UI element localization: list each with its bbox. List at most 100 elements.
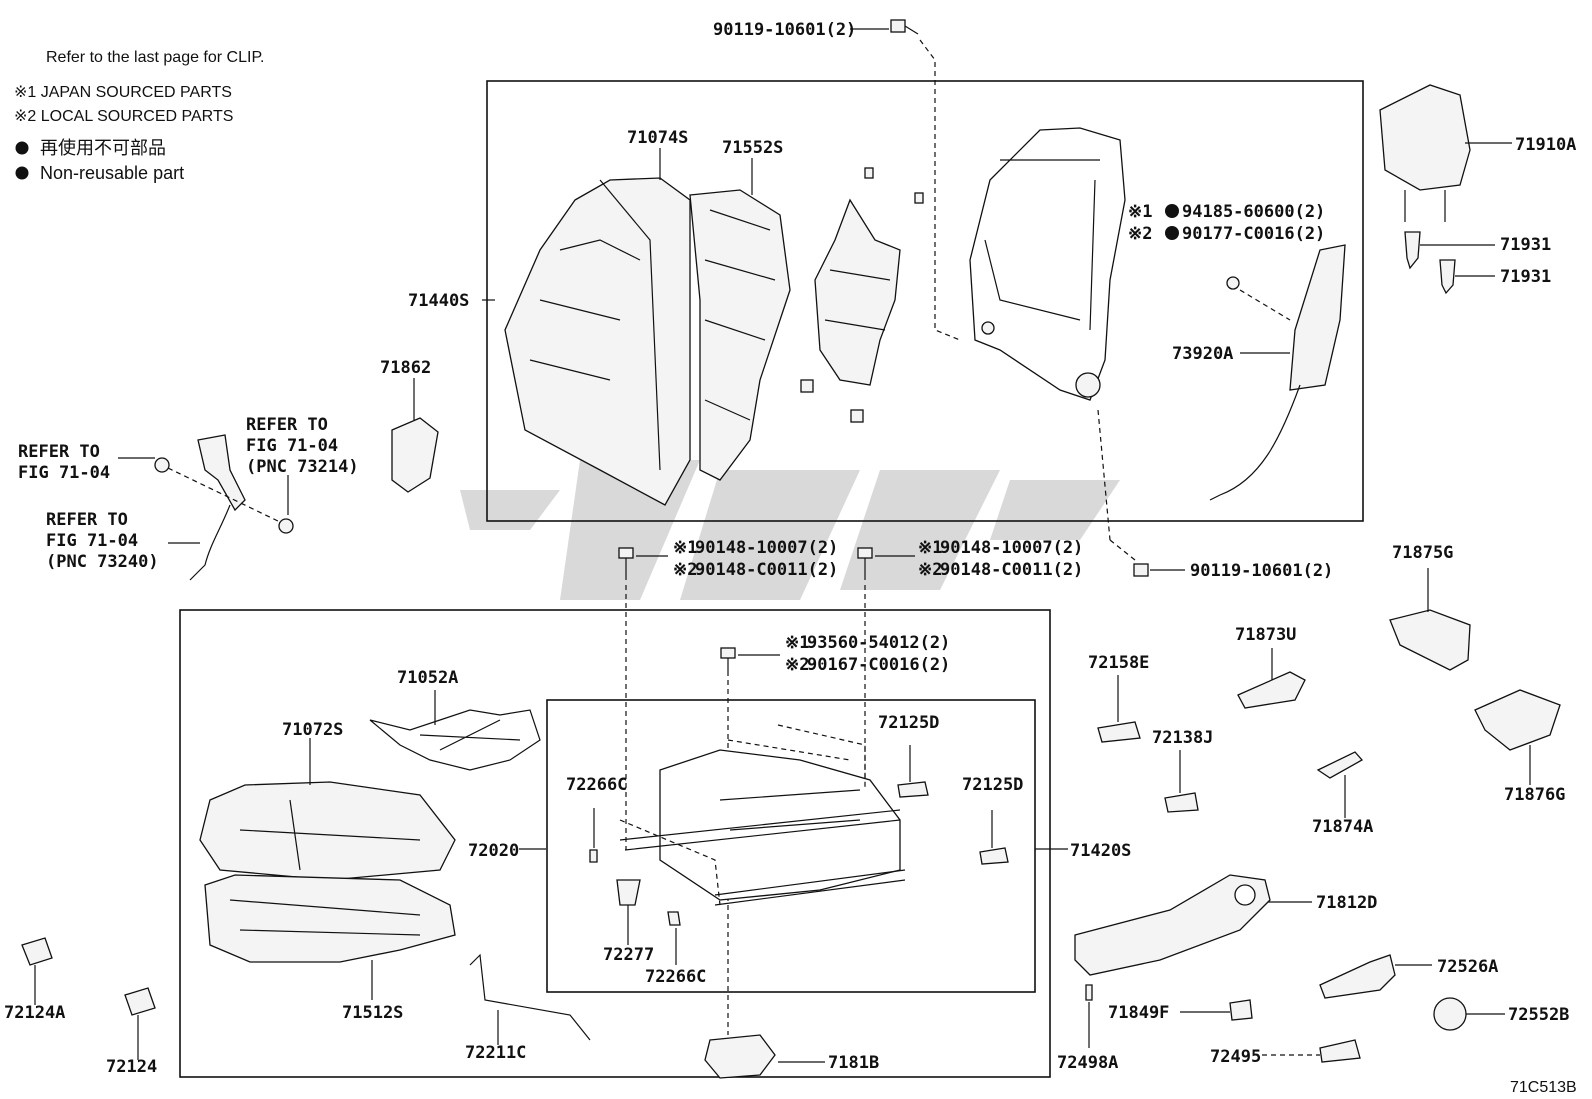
cover-71875G — [1389, 609, 1471, 671]
label-90119-top: 90119-10601(2) — [713, 20, 856, 40]
clip-72124A — [21, 937, 53, 966]
seat-belt-buckle — [154, 434, 294, 581]
shield-71812D — [1074, 874, 1271, 976]
seat-cushion-assembly-box — [179, 609, 1051, 1078]
clip-71849F — [1229, 999, 1253, 1021]
seatback-frame — [969, 127, 1126, 401]
figure-code: 71C513B — [1510, 1079, 1577, 1096]
label-71931-a: 71931 — [1500, 235, 1551, 255]
label-72124: 72124 — [106, 1057, 157, 1077]
label-71074S: 71074S — [627, 128, 688, 148]
non-reusable-dot-icon — [1165, 204, 1179, 218]
label-90148-2a: 90148-C0011(2) — [695, 560, 838, 580]
label-72124A: 72124A — [4, 1003, 65, 1023]
bolt-90119-top — [890, 19, 919, 35]
label-71849F: 71849F — [1108, 1003, 1169, 1023]
note-clip: Refer to the last page for CLIP. — [46, 49, 265, 66]
cover-71876G — [1474, 689, 1561, 751]
label-72020: 72020 — [468, 841, 519, 861]
label-73920A: 73920A — [1172, 344, 1233, 364]
bracket-7181B — [704, 1034, 776, 1079]
ref1-line2: FIG 71-04 — [18, 463, 110, 483]
ref2-line2: FIG 71-04 — [246, 436, 338, 456]
label-90148-2b: 90148-C0011(2) — [940, 560, 1083, 580]
cover-72138J — [1164, 792, 1199, 813]
knob-72552B — [1433, 997, 1467, 1031]
note-nonreuse-jp: 再使用不可部品 — [40, 138, 166, 158]
non-reusable-dot-icon — [1165, 226, 1179, 240]
seatback-bracket — [800, 167, 924, 423]
ref3-line1: REFER TO — [46, 510, 128, 530]
label-71874A: 71874A — [1312, 817, 1373, 837]
non-reusable-dot-icon — [15, 166, 29, 180]
label-71440S: 71440S — [408, 291, 469, 311]
clip-72124 — [124, 987, 156, 1016]
label-72526A: 72526A — [1437, 957, 1498, 977]
ref3-line2: FIG 71-04 — [46, 531, 138, 551]
label-71812D: 71812D — [1316, 893, 1377, 913]
label-90167: 90167-C0016(2) — [807, 655, 950, 675]
label-71862: 71862 — [380, 358, 431, 378]
mark-japan: ※1 — [918, 538, 942, 558]
seat-track-box — [546, 699, 1036, 993]
recliner-cover-71862 — [391, 417, 439, 493]
bolt-90119-bottom — [1133, 563, 1149, 577]
cover-72495 — [1319, 1039, 1361, 1063]
label-72266C-a: 72266C — [566, 775, 627, 795]
bolt-90148-right — [857, 547, 873, 580]
cover-72158E — [1097, 721, 1141, 743]
label-90119-bottom: 90119-10601(2) — [1190, 561, 1333, 581]
seatback-pad-71552S — [689, 189, 791, 481]
note-japan-sourced: ※1 JAPAN SOURCED PARTS — [14, 84, 232, 101]
ref1-line1: REFER TO — [18, 442, 100, 462]
label-90148-1b: 90148-10007(2) — [940, 538, 1083, 558]
clip-72498A — [1085, 984, 1093, 1001]
label-90148-1a: 90148-10007(2) — [695, 538, 838, 558]
label-72138J: 72138J — [1152, 728, 1213, 748]
label-72211C: 72211C — [465, 1043, 526, 1063]
note-local-sourced: ※2 LOCAL SOURCED PARTS — [14, 108, 233, 125]
label-71873U: 71873U — [1235, 625, 1296, 645]
cover-71874A — [1316, 751, 1364, 779]
clip-72125D-a — [897, 781, 929, 798]
clip-72266C-a — [589, 849, 598, 863]
label-72158E: 72158E — [1088, 653, 1149, 673]
side-airbag-73920A — [1209, 244, 1346, 501]
label-71512S: 71512S — [342, 1003, 403, 1023]
mark-local: ※2 — [785, 655, 809, 675]
headrest-71910A — [1379, 84, 1471, 222]
mark-local: ※2 — [918, 560, 942, 580]
headrest-guide-71931 — [1404, 231, 1456, 295]
mark-local: ※2 — [673, 560, 697, 580]
wire-72211C — [469, 953, 591, 1041]
bolt-93560 — [720, 647, 736, 676]
label-71420S: 71420S — [1070, 841, 1131, 861]
ref3-line3: (PNC 73240) — [46, 552, 159, 572]
label-90177: 90177-C0016(2) — [1182, 224, 1325, 244]
label-72266C-b: 72266C — [645, 967, 706, 987]
clip-72266C-b — [667, 911, 681, 926]
ref2-line3: (PNC 73214) — [246, 457, 359, 477]
label-7181B: 7181B — [828, 1053, 879, 1073]
non-reusable-dot-icon — [15, 141, 29, 155]
mark-local: ※2 — [1128, 224, 1152, 244]
seatback-assembly-box — [486, 80, 1364, 522]
mark-japan: ※1 — [1128, 202, 1152, 222]
knob-72526A — [1319, 954, 1396, 999]
label-71072S: 71072S — [282, 720, 343, 740]
label-72125D-a: 72125D — [878, 713, 939, 733]
wire-harness-71052A — [369, 709, 541, 771]
label-71052A: 71052A — [397, 668, 458, 688]
label-72495: 72495 — [1210, 1047, 1261, 1067]
label-71876G: 71876G — [1504, 785, 1565, 805]
seat-track-72020 — [619, 749, 906, 906]
label-72125D-b: 72125D — [962, 775, 1023, 795]
note-nonreuse-en: Non-reusable part — [40, 163, 184, 183]
label-94185: 94185-60600(2) — [1182, 202, 1325, 222]
label-72498A: 72498A — [1057, 1053, 1118, 1073]
seat-cushion-cover-71072S — [199, 781, 456, 881]
seatback-cover-71074S — [504, 177, 691, 506]
seat-cushion-pad-71512S — [204, 874, 456, 963]
clip-72125D-b — [979, 847, 1009, 865]
